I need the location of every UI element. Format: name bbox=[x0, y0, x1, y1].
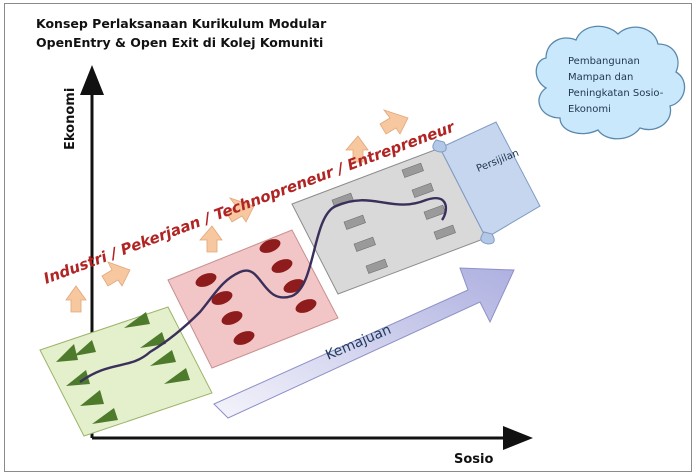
triangle-icon bbox=[66, 370, 90, 386]
title-line-2: OpenEntry & Open Exit di Kolej Komuniti bbox=[36, 35, 323, 50]
rectangle-icon bbox=[411, 182, 434, 198]
triangle-icon bbox=[56, 344, 78, 362]
oval-icon bbox=[271, 259, 293, 273]
cloud-line-2: Mampan dan bbox=[568, 72, 633, 83]
oval-icon bbox=[211, 291, 233, 305]
gray-rectangles bbox=[331, 162, 456, 274]
bump-arrow-icon bbox=[379, 109, 409, 135]
cloud-shape: Pembangunan Mampan dan Peningkatan Sosio… bbox=[535, 25, 686, 140]
scroll-curl-icon bbox=[432, 139, 447, 153]
green-triangles bbox=[56, 312, 190, 424]
triangle-icon bbox=[164, 368, 190, 384]
certificate-scroll bbox=[439, 121, 541, 239]
rectangle-icon bbox=[401, 162, 424, 178]
triangle-icon bbox=[80, 390, 104, 406]
bump-arrow-icon bbox=[199, 225, 223, 253]
cloud-line-1: Pembangunan bbox=[568, 56, 640, 67]
bump-arrow-icon bbox=[65, 285, 87, 313]
x-axis-label: Sosio bbox=[454, 452, 493, 467]
oval-icon bbox=[295, 299, 317, 313]
rectangle-icon bbox=[365, 258, 388, 274]
rectangle-icon bbox=[433, 224, 456, 240]
title-line-1: Konsep Perlaksanaan Kurikulum Modular bbox=[36, 16, 327, 31]
progress-arrow bbox=[213, 267, 515, 419]
triangle-icon bbox=[150, 350, 176, 366]
scroll-curl-icon bbox=[480, 231, 495, 245]
red-ovals bbox=[195, 239, 317, 345]
bump-arrow-icon bbox=[101, 261, 131, 287]
triangle-icon bbox=[92, 408, 118, 424]
red-block bbox=[167, 229, 339, 369]
triangle-icon bbox=[140, 332, 166, 348]
cloud-line-4: Ekonomi bbox=[568, 104, 611, 115]
learner-path-line bbox=[79, 197, 448, 383]
rectangle-icon bbox=[423, 204, 446, 220]
bump-arrows bbox=[65, 109, 409, 313]
cloud-line-3: Peningkatan Sosio- bbox=[568, 88, 664, 99]
oval-icon bbox=[233, 331, 255, 345]
triangle-icon bbox=[124, 312, 150, 328]
bump-arrow-icon bbox=[225, 197, 255, 223]
oval-icon bbox=[221, 311, 243, 325]
oval-icon bbox=[259, 239, 281, 253]
y-axis-label: Ekonomi bbox=[63, 88, 78, 150]
rectangle-icon bbox=[353, 236, 376, 252]
rectangle-icon bbox=[343, 214, 366, 230]
triangle-icon bbox=[74, 340, 96, 356]
oval-icon bbox=[195, 273, 217, 287]
bump-arrow-icon bbox=[345, 135, 369, 163]
